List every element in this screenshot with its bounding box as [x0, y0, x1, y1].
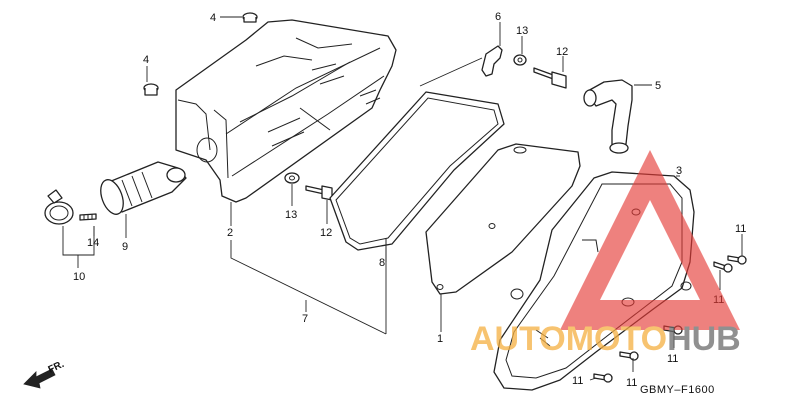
callout-13-upper: 13: [516, 25, 528, 37]
callout-4-top: 4: [210, 12, 216, 24]
connecting-tube: [100, 161, 187, 215]
callout-4-left: 4: [143, 54, 149, 66]
watermark-triangle-icon: [560, 150, 740, 330]
callout-11-c: 11: [667, 353, 678, 365]
screw-11-b: [727, 255, 747, 265]
callout-12-lower: 12: [320, 227, 332, 239]
callout-9: 10: [73, 271, 85, 283]
clamp: [44, 189, 74, 225]
gasket-seal: [329, 91, 505, 251]
leader-lines: [62, 16, 743, 381]
callout-11-d: 11: [626, 377, 637, 389]
callout-13-lower: 13: [285, 209, 297, 221]
washer-13-upper: [513, 54, 527, 66]
front-label: FR.: [47, 359, 66, 376]
filter-element: [425, 143, 581, 295]
drawing-code: GBMY–F1600: [640, 384, 715, 396]
callout-12-upper: 12: [556, 46, 568, 58]
callout-labels: 4 4 6 13 12 5 3 13 12 2 14 9 10 8 7 1 11…: [73, 11, 746, 389]
bracket: [481, 45, 503, 77]
grommet-left: [143, 83, 159, 96]
screw-11-a: [713, 261, 733, 273]
bolt-12-upper: [533, 67, 567, 89]
callout-10: 6: [495, 11, 501, 23]
front-direction-marker: FR.: [23, 359, 66, 389]
washer-13-lower: [284, 172, 300, 184]
air-cleaner-housing: [175, 19, 397, 203]
front-arrow-icon: [23, 368, 56, 389]
callout-3: 3: [676, 165, 682, 177]
callout-7: 8: [379, 257, 385, 269]
screw-11-d: [619, 351, 639, 361]
watermark-word-part1: AUTOMOTOHUB: [470, 320, 741, 358]
callout-14: 14: [87, 237, 99, 249]
callout-11-a: 11: [735, 223, 746, 235]
drain-tube: [583, 79, 633, 154]
bolt-12-lower: [305, 185, 333, 201]
callout-5: 5: [655, 80, 661, 92]
callout-6: 7: [302, 313, 308, 325]
callout-2: 2: [227, 227, 233, 239]
callout-1: 1: [437, 333, 443, 345]
grommet-top: [242, 12, 258, 23]
screw-11-e: [593, 373, 613, 383]
callout-11-e: 11: [572, 375, 583, 387]
callout-8: 9: [122, 241, 128, 253]
screw-14: [79, 213, 97, 221]
watermark: AUTOMOTOHUB: [470, 150, 741, 358]
